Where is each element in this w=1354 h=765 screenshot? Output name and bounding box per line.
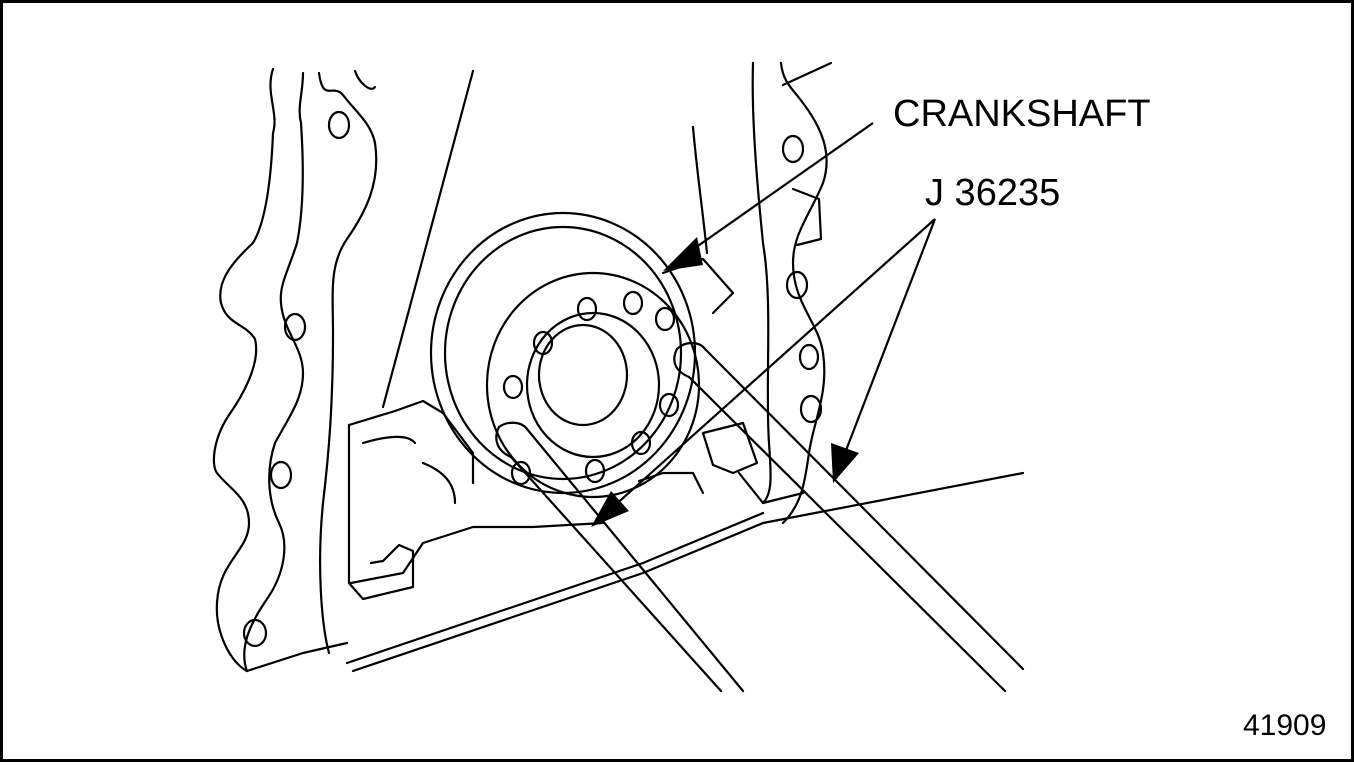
tool-callout: J 36235 [925, 172, 1061, 214]
bolt-hole [799, 394, 823, 424]
holding-tool [495, 341, 1025, 693]
bolt-hole [781, 134, 805, 164]
bolt-hole [798, 343, 820, 371]
bolt-hole [327, 110, 351, 140]
flange-hole [622, 290, 644, 316]
crankshaft-flange [485, 257, 735, 499]
bolt-hole [242, 618, 268, 648]
flange-hole [532, 330, 554, 356]
bolt-hole [269, 460, 293, 490]
flange-hole [654, 306, 676, 332]
arrowhead [591, 491, 629, 527]
figure-number: 41909 [1243, 709, 1327, 742]
flange-hole [584, 458, 606, 484]
bolt-hole [785, 270, 809, 300]
flange-hole [510, 460, 532, 486]
arrowhead [831, 443, 859, 483]
engine-block-outline [212, 61, 1025, 673]
flange-bolt-holes [502, 290, 680, 486]
block-bolt-holes [242, 110, 823, 648]
lower-housing [347, 399, 759, 601]
flange-hole [658, 392, 680, 418]
flange-hole [576, 296, 598, 322]
flange-hole [502, 374, 524, 400]
crankshaft-callout: CRANKSHAFT [893, 93, 1151, 135]
bolt-hole [283, 312, 307, 342]
arrowhead [663, 237, 703, 271]
callout-leaders [591, 122, 937, 527]
engine-drawing [212, 61, 1025, 693]
flange-hole [630, 430, 652, 456]
